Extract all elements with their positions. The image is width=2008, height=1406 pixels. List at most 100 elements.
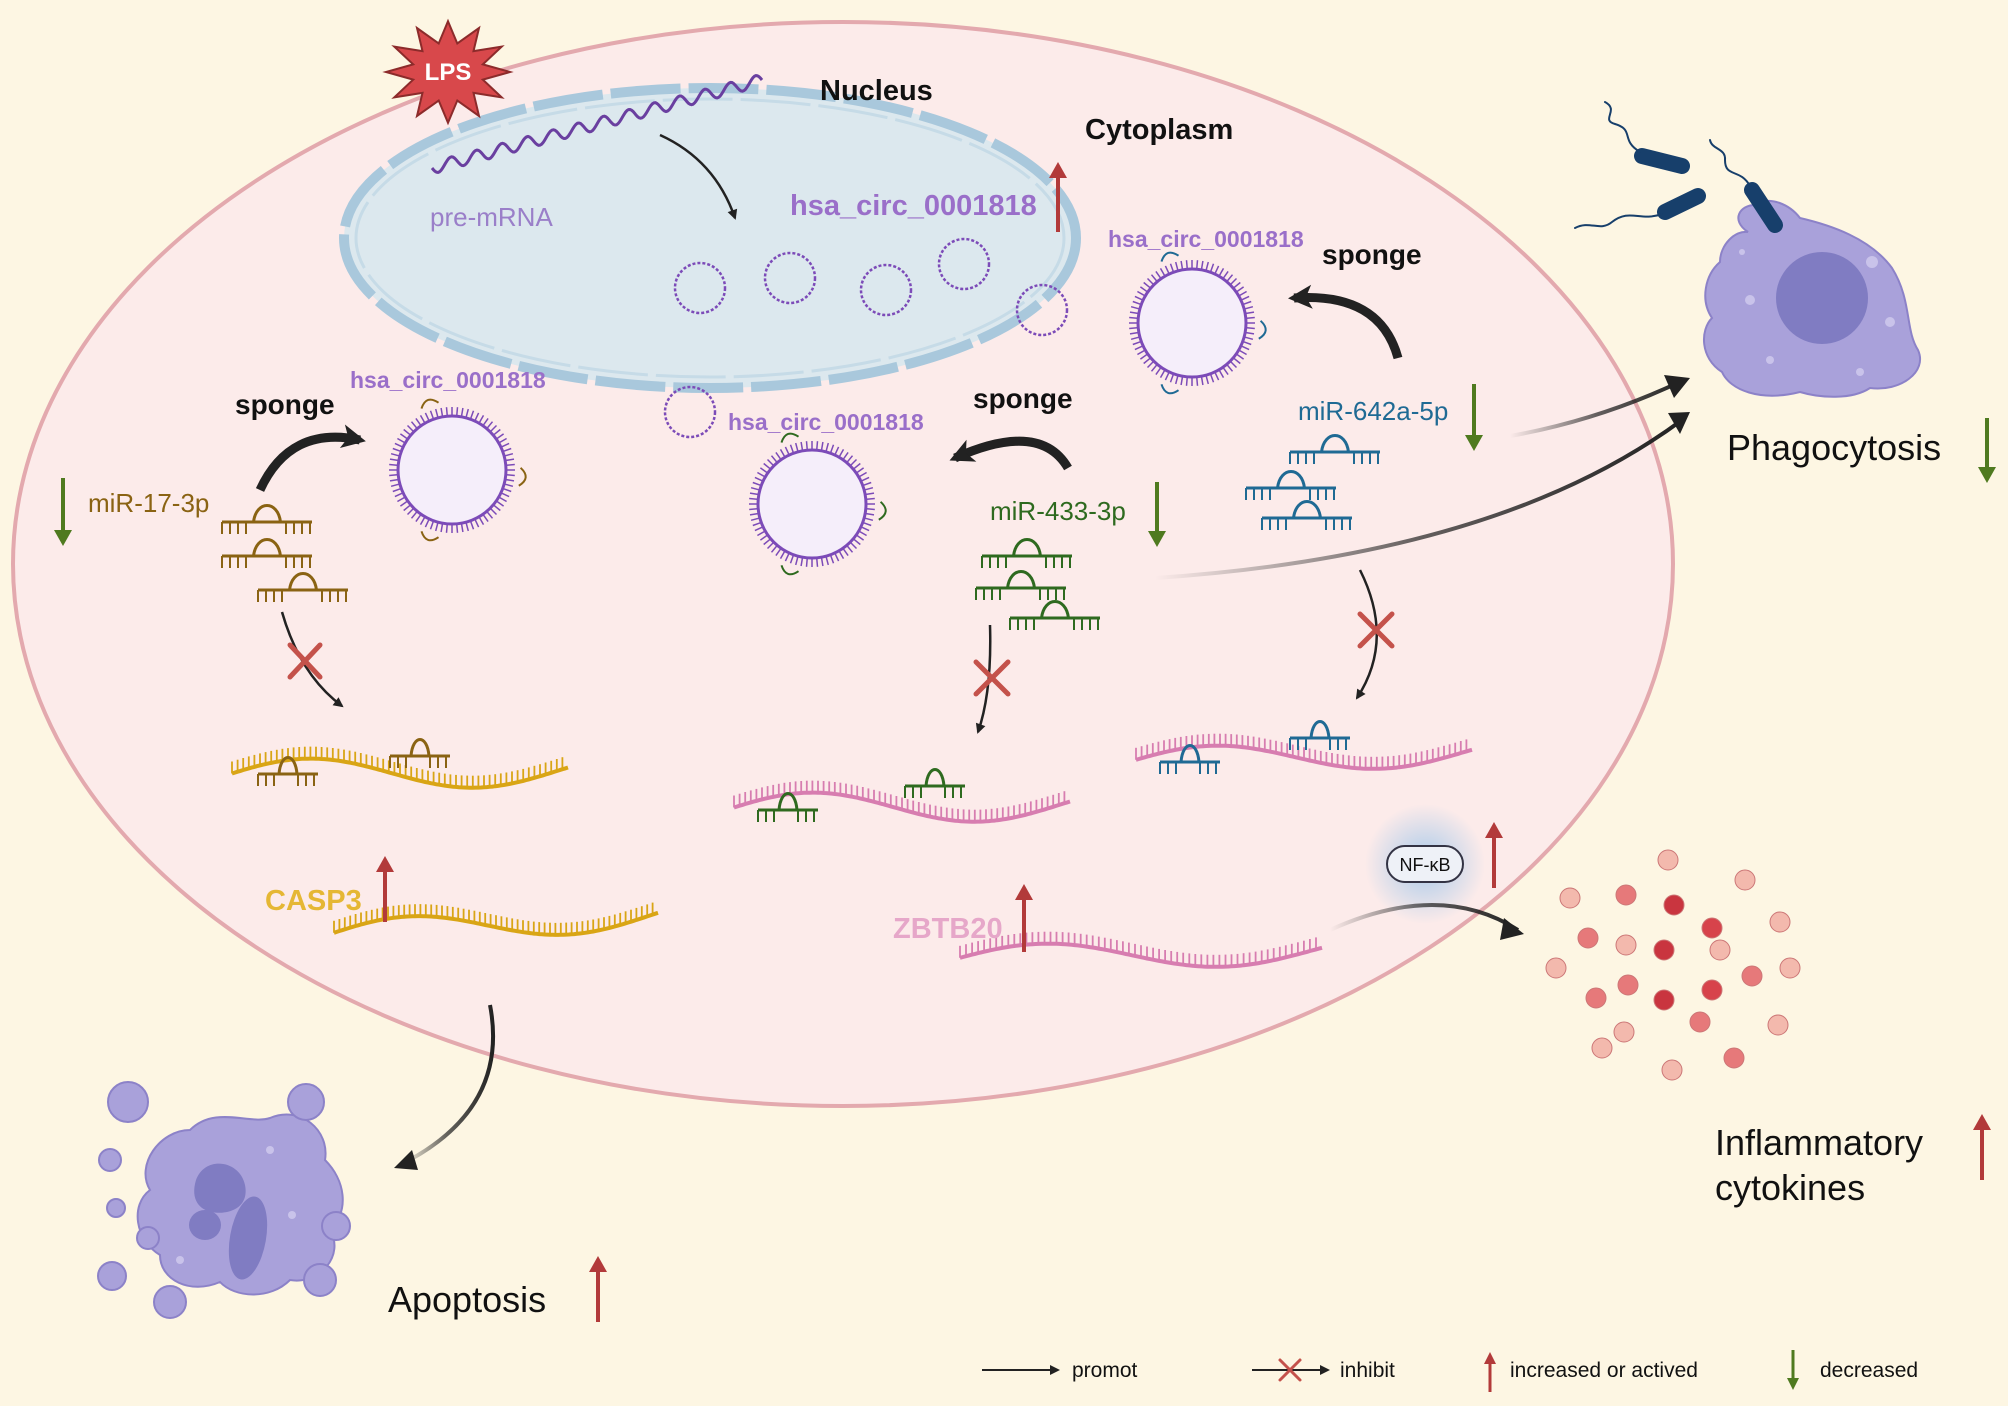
lps-label: LPS [425,59,472,86]
casp3-label: CASP3 [265,885,362,917]
cytokine-dot [1767,1014,1789,1036]
mirna-duplex [1289,434,1380,464]
mirna-duplex [757,792,818,822]
splicing-arrow [659,133,738,220]
cytokine-dot [1657,849,1679,871]
mirna-duplex [1289,720,1350,750]
mirna-duplex [257,756,318,786]
circrna-sponges [389,251,1267,576]
cytokine-dot [1615,934,1637,956]
cytokine-dot [1701,917,1723,939]
circ-up-arrow [1049,162,1067,232]
cytokine-dot [1615,884,1637,906]
cytokine-dot [1591,1037,1613,1059]
nuclear-circrnas [663,237,1069,439]
cytokine-dot [1734,869,1756,891]
mirna-stacks [221,434,1380,630]
circrna-ring [749,432,887,576]
mir433-label: miR-433-3p [990,496,1126,526]
arrowhead-phago-2 [1668,412,1690,434]
cytokine-dot [1779,957,1801,979]
inhibit-arrow-mir17 [280,611,344,708]
cytokine-dot [1613,1021,1635,1043]
phagocytosis-down-arrow [1978,418,1996,483]
mrna-strand [231,746,569,790]
legend-increased: increased or actived [1510,1359,1698,1382]
mirna-duplex [904,768,965,798]
nucleus-label: Nucleus [820,75,933,107]
cytokine-dots [1545,849,1801,1081]
nucleus [339,83,1081,393]
arrowhead-apoptosis [394,1150,418,1170]
mirna-duplex [389,738,450,768]
mirna-duplex [221,504,312,534]
cytokine-dot [1617,974,1639,996]
apoptotic-cell [97,1081,351,1319]
inflammatory-up-arrow [1973,1114,1991,1180]
cytokine-dot [1653,989,1675,1011]
arrow-mir642-to-phagocytosis [1509,378,1685,438]
mirna-duplex [975,570,1066,600]
casp3-up-arrow [376,856,394,922]
circ-middle-label: hsa_circ_0001818 [728,409,924,435]
cytokine-dot [1663,894,1685,916]
mir642-label: miR-642a-5p [1298,396,1448,426]
phagocytosis-label: Phagocytosis [1727,427,1941,468]
cytokine-dot [1769,911,1791,933]
circrna-ring [1129,251,1267,395]
arrow-mir433-to-phagocytosis [1154,418,1684,580]
arrow-zbtb20-to-cytokines [1329,903,1520,932]
circ-left-label: hsa_circ_0001818 [350,367,546,393]
cytokine-dot [1545,957,1567,979]
sponge-arrow-left [255,424,366,492]
sponge-middle-label: sponge [973,383,1073,414]
legend: promot inhibit increased or actived decr… [982,1350,1918,1392]
legend-decreased: decreased [1820,1359,1918,1382]
apoptosis-up-arrow [589,1256,607,1322]
arrowhead-phago-1 [1664,375,1690,398]
zbtb20-up-arrow [1015,884,1033,952]
circ-right-label: hsa_circ_0001818 [1108,226,1304,252]
mrna-strand [333,902,659,937]
mir17-label: miR-17-3p [88,488,209,518]
circ-nucleus-label: hsa_circ_0001818 [790,190,1037,222]
cytokine-dot [1741,965,1763,987]
cytokine-dot [1701,979,1723,1001]
inhibit-arrow-mir642 [1355,569,1378,700]
mirna-duplex [1159,744,1220,774]
mrna-strands [231,720,1473,969]
apoptosis-label: Apoptosis [388,1279,546,1320]
cytokine-dot [1689,1011,1711,1033]
mir642-down-arrow [1465,384,1483,451]
cytokine-dot [1661,1059,1683,1081]
cytokine-dot [1559,887,1581,909]
mirna-duplex [1245,470,1336,500]
mirna-duplex [1009,600,1100,630]
mir433-down-arrow [1148,482,1166,547]
legend-promote: promot [1072,1359,1138,1382]
mirna-duplex [221,538,312,568]
legend-inhibit: inhibit [1340,1359,1395,1382]
sponge-arrow-middle [949,436,1072,471]
inflammatory-label-line1: Inflammatory [1715,1122,1923,1163]
cytokine-dot [1723,1047,1745,1069]
cytokine-dot [1653,939,1675,961]
circrna-ring [389,398,527,542]
nfkb-badge: NF-κB [1365,804,1485,924]
mirna-duplex [257,572,348,602]
zbtb20-label: ZBTB20 [893,913,1003,945]
macrophage [1702,199,1921,398]
arrowhead-cytokines [1500,918,1524,940]
lps-star: LPS [382,18,514,126]
mirna-duplex [981,538,1072,568]
nfkb-label: NF-κB [1400,855,1451,875]
cytokine-dot [1577,927,1599,949]
pre-mrna-strand [430,74,764,174]
inflammatory-label-line2: cytokines [1715,1167,1865,1208]
sponge-left-label: sponge [235,389,335,420]
mrna-strand [959,931,1323,969]
cytokine-dot [1585,987,1607,1009]
cytoplasm-label: Cytoplasm [1085,114,1233,146]
cytokine-dot [1709,939,1731,961]
